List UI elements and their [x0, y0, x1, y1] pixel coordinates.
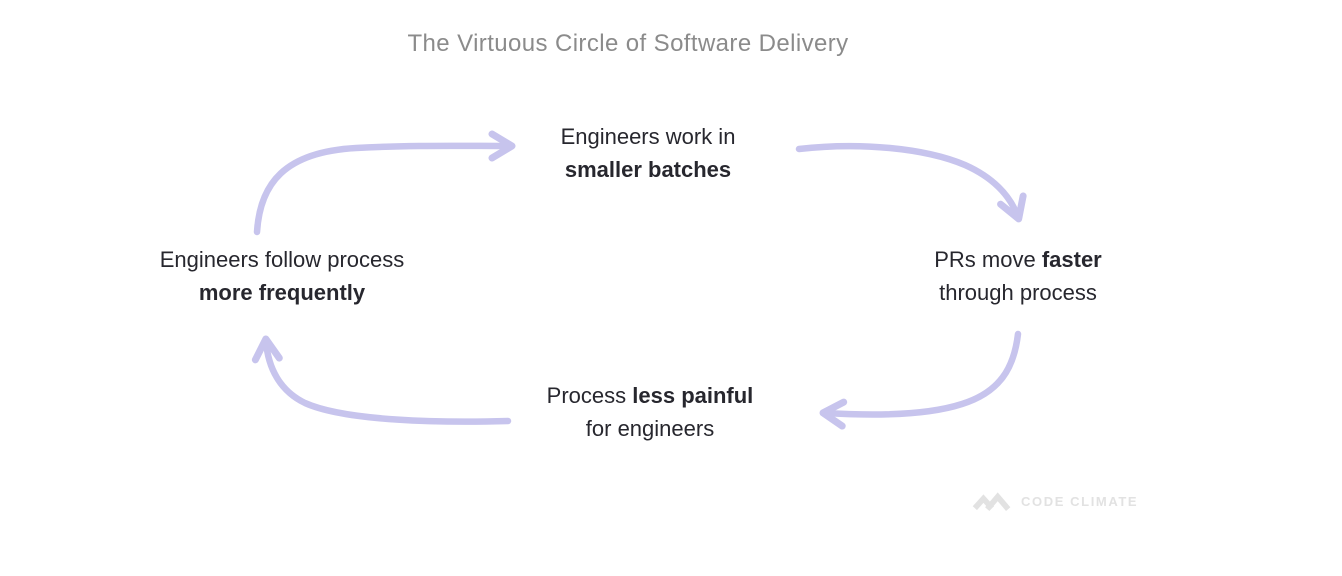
page-title: The Virtuous Circle of Software Delivery [407, 30, 849, 57]
arrow-left-to-top [253, 130, 516, 236]
node-line: Engineers work in [560, 124, 736, 149]
node-line: Engineers follow process [159, 247, 405, 272]
logo-text: CODE CLIMATE [1021, 494, 1139, 509]
node-prs-move-faster: PRs move faster through process [858, 243, 1178, 309]
arrow-top-to-right [795, 142, 1027, 223]
node-line: for engineers [585, 416, 715, 441]
node-line: Process less painful [546, 383, 754, 408]
arrow-bottom-to-left [251, 335, 512, 425]
mountain-peaks-icon [972, 492, 1011, 511]
arrow-right-to-bottom [819, 330, 1022, 430]
node-process-less-painful: Process less painful for engineers [490, 379, 810, 445]
codeclimate-logo: CODE CLIMATE [972, 489, 1138, 514]
node-line: through process [939, 280, 1097, 305]
node-smaller-batches: Engineers work in smaller batches [488, 120, 808, 186]
node-follow-process: Engineers follow process more frequently [122, 243, 442, 309]
node-line: PRs move faster [934, 247, 1102, 272]
node-line: smaller batches [564, 157, 732, 182]
node-line: more frequently [198, 280, 366, 305]
